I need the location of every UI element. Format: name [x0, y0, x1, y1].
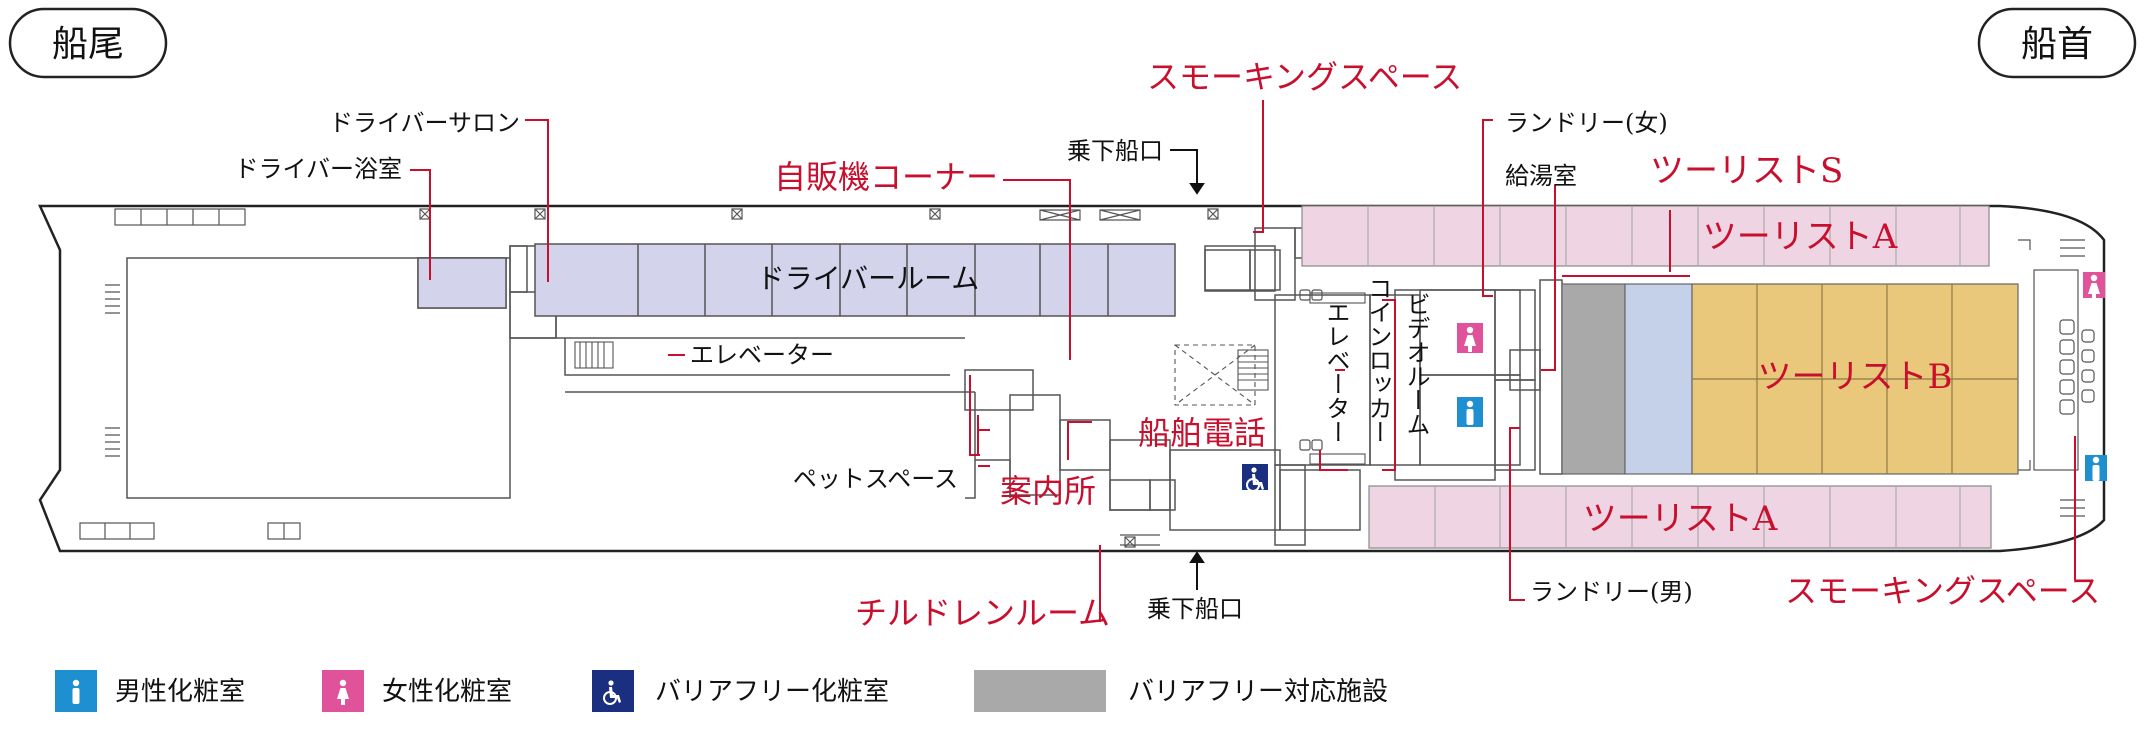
smoking-top-label: スモーキングスペース [1147, 58, 1462, 96]
laundry-female-label: ランドリー(女) [1505, 109, 1668, 137]
female-restroom-icon [2083, 272, 2105, 300]
driver-room: ドライバールーム [417, 243, 1176, 317]
legend-accessible-restroom: バリアフリー化粧室 [592, 670, 889, 712]
tourist-a-top-label: ツーリストA [1703, 217, 1898, 257]
tourist-s-block [1624, 283, 1693, 475]
tourist-b-block: ツーリストB [1691, 283, 2019, 475]
wheelchair-icon [1242, 464, 1268, 492]
female-restroom-icon [1457, 323, 1483, 353]
legend-accessible-facility: バリアフリー対応施設 [974, 670, 1388, 712]
tourist-s-label: ツーリストS [1650, 151, 1843, 191]
elevator-center-label: エレベーター [1322, 300, 1350, 444]
legend-accessible-facility-label: バリアフリー対応施設 [1128, 677, 1388, 707]
accessible-facility-block [1561, 283, 1626, 475]
vending-corner-label: 自販機コーナー [774, 158, 998, 196]
hot-water-label: 給湯室 [1505, 162, 1577, 190]
legend-female: 女性化粧室 [322, 670, 512, 712]
legend-accessible-restroom-label: バリアフリー化粧室 [655, 677, 889, 707]
laundry-male-label: ランドリー(男) [1530, 578, 1693, 606]
driver-room-label: ドライバールーム [757, 262, 980, 295]
children-room-label: チルドレンルーム [855, 594, 1110, 632]
male-restroom-icon [1457, 397, 1483, 427]
deck-vents [79, 208, 2085, 548]
wheelchair-icon [592, 670, 634, 712]
bow-room [1299, 239, 2095, 471]
tourist-b-label: ツーリストB [1758, 357, 1953, 397]
legend-male-label: 男性化粧室 [115, 677, 245, 707]
smoking-bottom-label: スモーキングスペース [1785, 572, 2100, 610]
stairs [574, 292, 1366, 465]
stern-badge: 船尾 [8, 7, 168, 79]
pet-space-label: ペットスペース [793, 465, 958, 493]
arrow-icon [1170, 149, 1205, 590]
tourist-a-bottom-label: ツーリストA [1583, 499, 1778, 539]
boarding-top-label: 乗下船口 [1067, 137, 1163, 165]
tourist-a-bottom: ツーリストA [1368, 485, 1992, 549]
accessible-facility-swatch [974, 670, 1106, 712]
bow-badge: 船首 [1977, 7, 2137, 79]
legend: 男性化粧室 女性化粧室 バリアフリー化粧室 バリアフリー対応施設 [55, 670, 1388, 712]
leader-lines [410, 100, 2076, 622]
tourist-a-top: ツーリストA [1301, 205, 1990, 267]
stern-label: 船尾 [52, 24, 124, 65]
driver-salon-label: ドライバーサロン [329, 109, 520, 137]
legend-female-label: 女性化粧室 [382, 677, 512, 707]
coin-locker-label: コインロッカー [1364, 276, 1392, 444]
video-room-label: ビデオルーム [1402, 292, 1430, 436]
legend-male: 男性化粧室 [55, 670, 245, 712]
information-label: 案内所 [1000, 472, 1096, 510]
male-restroom-icon [2085, 455, 2107, 481]
driver-bath-label: ドライバー浴室 [234, 155, 402, 183]
ship-phone-label: 船舶電話 [1138, 414, 1266, 452]
elevator-left-label: エレベーター [690, 341, 834, 369]
bow-label: 船首 [2021, 24, 2093, 65]
boarding-bottom-label: 乗下船口 [1147, 595, 1243, 623]
